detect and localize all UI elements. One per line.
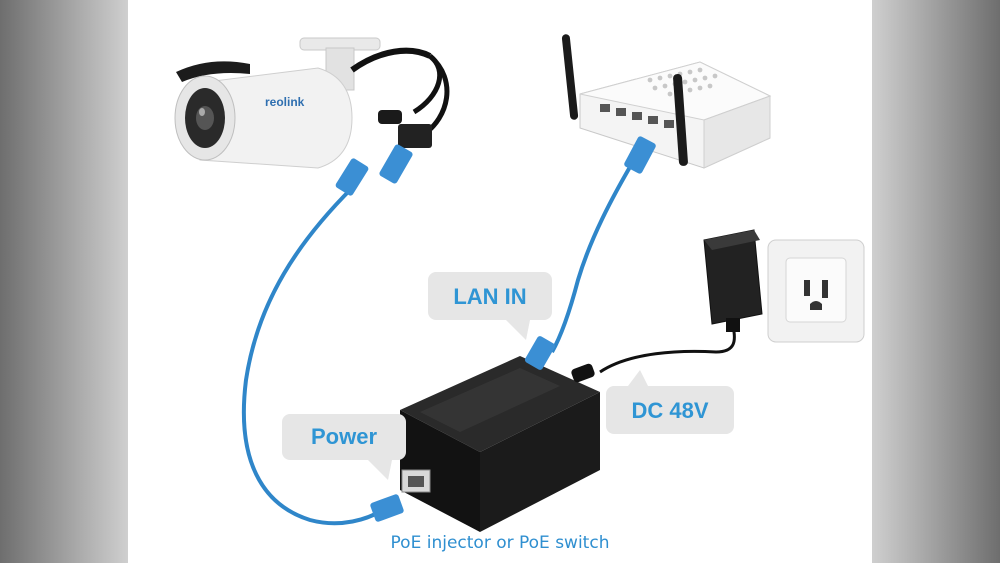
dc-power-cable xyxy=(599,325,736,374)
ip-camera: reolink xyxy=(174,37,381,169)
poe-injector xyxy=(400,356,600,532)
camera-side-connector xyxy=(370,494,404,522)
dc-48v-label: DC 48V xyxy=(631,398,708,423)
power-label: Power xyxy=(311,424,377,449)
power-bubble: Power xyxy=(282,414,406,480)
wall-outlet xyxy=(767,239,865,343)
dc-bubble: DC 48V xyxy=(606,370,734,434)
right-blur-margin xyxy=(872,0,1000,563)
camera-cable-connector xyxy=(335,158,369,196)
power-adapter xyxy=(703,229,763,332)
camera-to-injector-cable xyxy=(241,186,388,526)
lan-in-label: LAN IN xyxy=(453,284,526,309)
network-router xyxy=(561,34,772,174)
diagram-caption: PoE injector or PoE switch xyxy=(390,533,610,553)
left-blur-margin xyxy=(0,0,128,563)
lan-in-connector xyxy=(524,336,556,370)
camera-brand-logo: reolink xyxy=(265,95,305,109)
camera-pigtail xyxy=(350,47,450,184)
lan-in-bubble: LAN IN xyxy=(428,272,552,340)
router-to-injector-cable xyxy=(550,148,642,353)
